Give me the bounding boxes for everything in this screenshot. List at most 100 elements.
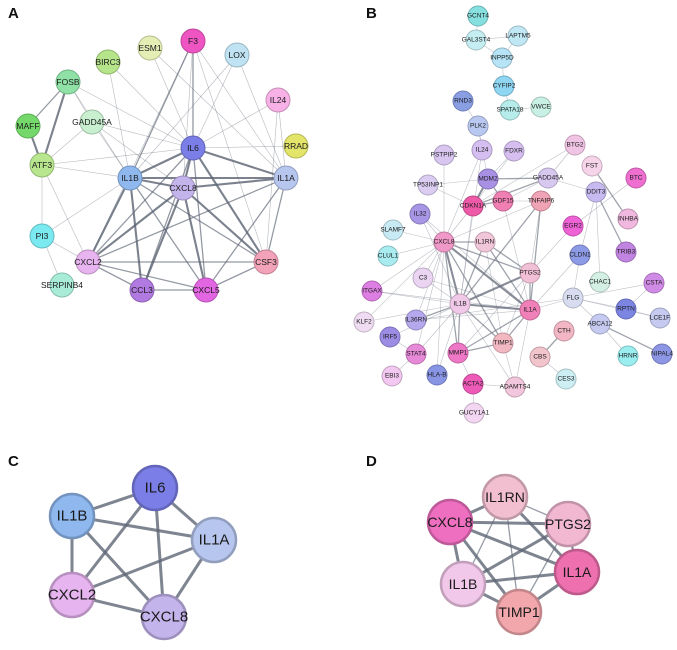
- node-label-b-laptm5: LAPTM5: [505, 33, 531, 40]
- edge-a-il1a-lox: [236, 54, 287, 179]
- node-b-slamf7: SLAMF7: [380, 219, 406, 241]
- node-circle-a-esm1: [137, 35, 163, 61]
- node-circle-b-il1b: [449, 293, 471, 315]
- edge-b-il32-il1a: [419, 213, 531, 311]
- node-label-b-cldn1: CLDN1: [569, 252, 591, 259]
- edge-a-il6-csf3: [191, 146, 268, 264]
- node-label-b-btg2: BTG2: [567, 142, 584, 149]
- node-b-fdxr: FDXR: [503, 140, 525, 162]
- edge-a-il24-csf3: [265, 99, 279, 263]
- node-b-csta: CSTA: [643, 272, 665, 294]
- node-a-cxcl8: CXCL8: [169, 175, 197, 201]
- node-circle-b-spata18: [499, 99, 521, 121]
- node-circle-b-csta: [643, 272, 665, 294]
- edge-b-cxcl8-timp1: [443, 241, 504, 344]
- node-label-b-spata18: SPATA18: [496, 107, 523, 114]
- node-label-c-cxcl2: CXCL2: [48, 587, 96, 604]
- node-b-mdm2: MDM2: [477, 168, 499, 190]
- network-panel-b: B GCNT4GAL3ST4LAPTM5INPP5DCYFIP2RND3SPAT…: [353, 5, 673, 424]
- node-label-b-il24: IL24: [476, 147, 489, 154]
- edge-a-cxcl8-cxcl2: [86, 186, 185, 264]
- edge-b-tnfaip6-il1a: [529, 200, 542, 311]
- node-label-b-fdxr: FDXR: [505, 148, 523, 155]
- edge-b-ptgs2-mmp1: [457, 272, 531, 354]
- node-a-rrad: RRAD: [283, 133, 309, 159]
- edge-b-il1b-itgax: [371, 290, 461, 305]
- node-circle-b-clul1: [377, 245, 399, 267]
- node-b-vwce: VWCE: [530, 96, 552, 118]
- node-a-cxcl5: CXCL5: [192, 277, 220, 303]
- node-circle-b-mdm2: [477, 168, 499, 190]
- node-label-a-atf3: ATF3: [32, 160, 52, 170]
- edge-a-il1b-atf3: [41, 164, 131, 179]
- edge-c-il1b-il1a: [70, 514, 216, 542]
- node-b-btg2: BTG2: [564, 134, 586, 156]
- node-a-il24: IL24: [265, 87, 291, 113]
- node-b-pstpip2: PSTPIP2: [431, 144, 458, 166]
- node-circle-b-flg: [562, 287, 584, 309]
- node-label-b-nipal4: NIPAL4: [651, 351, 673, 358]
- node-label-b-pstpip2: PSTPIP2: [431, 152, 458, 159]
- node-c-il6: IL6: [131, 464, 179, 512]
- edge-b-cxcl8-il1b: [442, 240, 462, 306]
- edge-b-tnfaip6-cxcl8: [443, 200, 542, 243]
- node-b-il1b: IL1B: [449, 293, 471, 315]
- node-label-b-il36rn: IL36RN: [405, 317, 427, 324]
- edge-a-cxcl8-csf3: [181, 186, 268, 264]
- node-b-flg: FLG: [562, 287, 584, 309]
- node-label-a-f3: F3: [188, 36, 198, 46]
- node-b-il1rn: IL1RN: [474, 231, 496, 253]
- edge-b-btc-egr2: [572, 177, 637, 227]
- node-circle-b-cxcl8: [433, 231, 455, 253]
- edge-b-cxcl8-stat4: [415, 241, 445, 355]
- panel-b-nodes: GCNT4GAL3ST4LAPTM5INPP5DCYFIP2RND3SPATA1…: [353, 5, 673, 424]
- node-label-a-serpinb4: SERPINB4: [41, 280, 83, 290]
- node-circle-b-mmp1: [447, 342, 469, 364]
- node-a-cxcl2: CXCL2: [74, 249, 102, 275]
- node-b-fst: FST: [581, 155, 603, 177]
- node-b-nipal4: NIPAL4: [651, 343, 673, 365]
- node-label-b-rptn: RPTN: [617, 306, 635, 313]
- node-a-birc3: BIRC3: [95, 49, 121, 75]
- node-label-c-il1a: IL1A: [199, 532, 230, 549]
- node-label-b-gal3st4: GAL3ST4: [462, 37, 491, 44]
- node-b-ddit3: DDIT3: [585, 181, 607, 203]
- edge-a-il6-esm1: [149, 47, 194, 149]
- node-circle-c-il1a: [190, 516, 238, 564]
- edge-a-il6-fosb: [67, 81, 194, 149]
- node-label-b-inpp5d: INPP5D: [490, 55, 514, 62]
- edge-a-il6-il24: [192, 99, 279, 149]
- node-d-il1a: IL1A: [553, 548, 601, 596]
- edge-a-f3-cxcl2: [87, 40, 194, 263]
- node-b-klf2: KLF2: [353, 311, 375, 333]
- node-b-cbs: CBS: [529, 346, 551, 368]
- node-circle-a-gadd45a: [79, 109, 105, 135]
- node-label-b-ebi3: EBI3: [385, 373, 399, 380]
- node-label-b-lce1f: LCE1F: [650, 315, 670, 322]
- node-c-cxcl2: CXCL2: [48, 571, 96, 619]
- node-b-cldn1: CLDN1: [569, 244, 591, 266]
- node-label-a-il6: IL6: [187, 143, 199, 153]
- node-a-esm1: ESM1: [137, 35, 163, 61]
- node-a-serpinb4: SERPINB4: [41, 272, 83, 298]
- node-a-fosb: FOSB: [55, 69, 81, 95]
- edge-b-ddit3-cldn1: [579, 191, 597, 256]
- node-c-cxcl8: CXCL8: [140, 593, 188, 641]
- node-circle-b-il36rn: [405, 309, 427, 331]
- node-circle-b-klf2: [353, 311, 375, 333]
- node-b-irf5: IRF5: [379, 326, 401, 348]
- node-circle-b-adamts4: [504, 376, 526, 398]
- node-circle-a-birc3: [95, 49, 121, 75]
- edge-b-cdkn1a-il1b: [459, 205, 474, 305]
- node-circle-b-itgax: [361, 280, 383, 302]
- node-circle-b-acta2: [462, 373, 484, 395]
- edge-b-il1rn-il1b: [459, 241, 486, 305]
- node-b-hrnr: HRNR: [617, 345, 639, 367]
- node-circle-b-hla-b: [426, 364, 448, 386]
- edge-b-il1a-mmp1: [457, 309, 531, 354]
- node-a-il6: IL6: [180, 135, 206, 161]
- node-circle-b-tnfaip6: [530, 190, 552, 212]
- node-circle-b-gcnt4: [467, 5, 489, 27]
- panel-c-label: C: [8, 453, 19, 470]
